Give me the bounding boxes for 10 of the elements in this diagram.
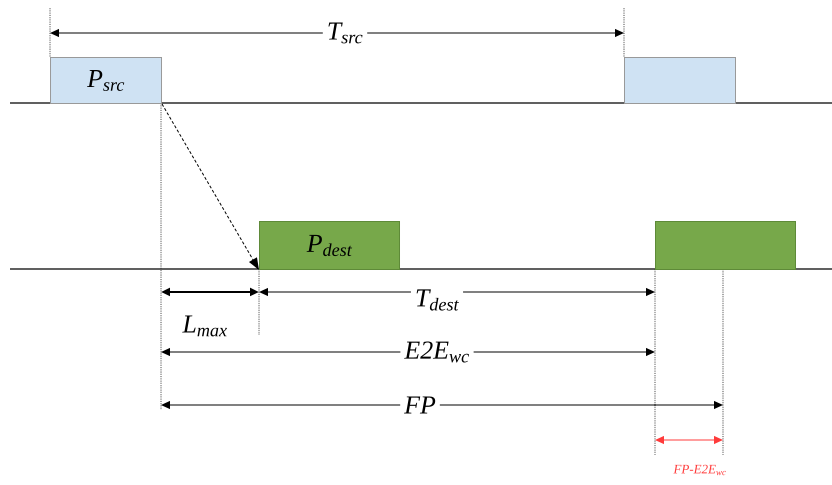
dimension-label: T$_{dest}$ — [410, 285, 464, 315]
dimension-label: L$_{max}$ — [182, 316, 227, 336]
dimension-label: T$_{src}$ — [322, 18, 368, 48]
pulse-box: P$_{dest}$ — [259, 221, 400, 270]
pulse-box: P$_{src}$ — [50, 57, 162, 104]
dimension-label: FP-E2E$_{wc}$ — [673, 464, 726, 476]
pulse-box — [655, 221, 796, 270]
dimension-label: E2E$_{wc}$ — [400, 337, 474, 367]
dimension-label: FP — [400, 392, 440, 418]
pulse-box — [624, 57, 736, 104]
